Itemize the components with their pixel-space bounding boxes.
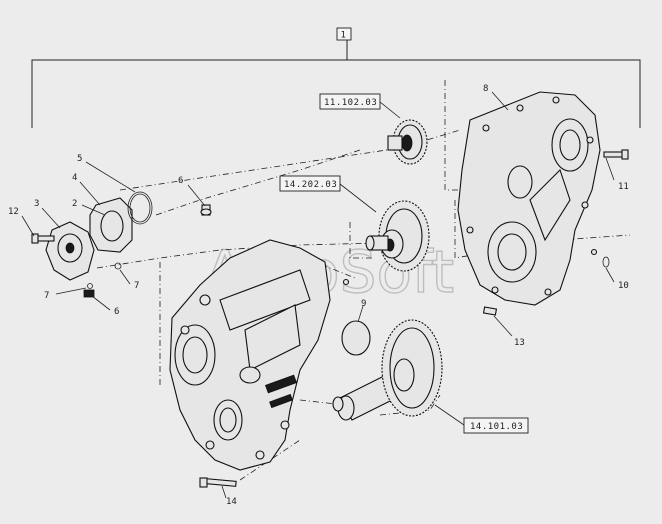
small-ring-7[interactable] — [114, 262, 122, 270]
callout-8[interactable]: 8 — [483, 84, 509, 111]
callout-5[interactable]: 5 — [77, 154, 136, 193]
bolt-14[interactable] — [199, 477, 237, 488]
svg-text:12: 12 — [8, 207, 19, 217]
seal-disc[interactable] — [341, 320, 371, 356]
ref-box-14-202-03[interactable]: 14.202.03 — [279, 175, 377, 213]
svg-text:5: 5 — [77, 154, 82, 164]
callout-6-upper[interactable]: 6 — [178, 176, 206, 207]
bolt-12[interactable] — [31, 233, 55, 244]
callout-13[interactable]: 13 — [493, 315, 525, 348]
ref-box-14-101-03[interactable]: 14.101.03 — [434, 404, 529, 434]
callout-4[interactable]: 4 — [72, 173, 101, 206]
svg-text:4: 4 — [72, 173, 77, 183]
assembly-axis-lines — [96, 80, 631, 481]
small-pin-center[interactable] — [342, 278, 350, 286]
callout-3[interactable]: 3 — [34, 199, 61, 229]
callout-11[interactable]: 11 — [605, 157, 629, 192]
o-ring-10[interactable] — [590, 248, 610, 268]
dowel-13[interactable] — [482, 306, 498, 316]
callout-7-left[interactable]: 7 — [44, 287, 87, 301]
svg-text:7: 7 — [44, 291, 49, 301]
callout-9[interactable]: 9 — [357, 299, 366, 323]
group-label-box[interactable] — [336, 27, 352, 41]
ref-label-top: 11.102.03 — [324, 98, 377, 108]
svg-text:7: 7 — [134, 281, 139, 291]
small-ring-7b[interactable] — [87, 283, 93, 289]
small-helical-gear[interactable] — [387, 119, 428, 165]
svg-text:13: 13 — [514, 338, 525, 348]
svg-text:6: 6 — [178, 176, 183, 186]
callout-6-lower[interactable]: 6 — [91, 295, 119, 317]
callout-10[interactable]: 10 — [605, 267, 629, 291]
plug-6-upper[interactable] — [200, 204, 212, 216]
medium-spur-gear[interactable] — [365, 200, 430, 272]
svg-text:10: 10 — [618, 281, 629, 291]
callout-7-right[interactable]: 7 — [119, 269, 139, 291]
ref-box-11-102-03[interactable]: 11.102.03 — [319, 93, 401, 119]
main-housing[interactable] — [169, 239, 331, 471]
svg-text:2: 2 — [72, 199, 77, 209]
o-ring[interactable] — [127, 191, 153, 225]
cover-gasket[interactable] — [89, 197, 133, 253]
group-bracket: 1 — [31, 27, 641, 128]
svg-text:8: 8 — [483, 84, 488, 94]
ref-label-mid: 14.202.03 — [284, 180, 337, 190]
rear-cover-housing[interactable] — [457, 91, 601, 306]
callout-2[interactable]: 2 — [72, 199, 106, 216]
callout-12[interactable]: 12 — [8, 207, 35, 237]
ref-label-bottom: 14.101.03 — [470, 422, 523, 432]
svg-text:6: 6 — [114, 307, 119, 317]
pump-cover[interactable] — [45, 221, 95, 281]
group-label: 1 — [341, 31, 346, 41]
svg-text:14: 14 — [226, 497, 237, 507]
svg-text:3: 3 — [34, 199, 39, 209]
svg-text:11: 11 — [618, 182, 629, 192]
bolt-11[interactable] — [603, 149, 629, 160]
plug-6-lower[interactable] — [83, 289, 95, 298]
svg-text:9: 9 — [361, 299, 366, 309]
callout-14[interactable]: 14 — [221, 485, 237, 507]
main-shaft-gear[interactable] — [332, 319, 443, 421]
